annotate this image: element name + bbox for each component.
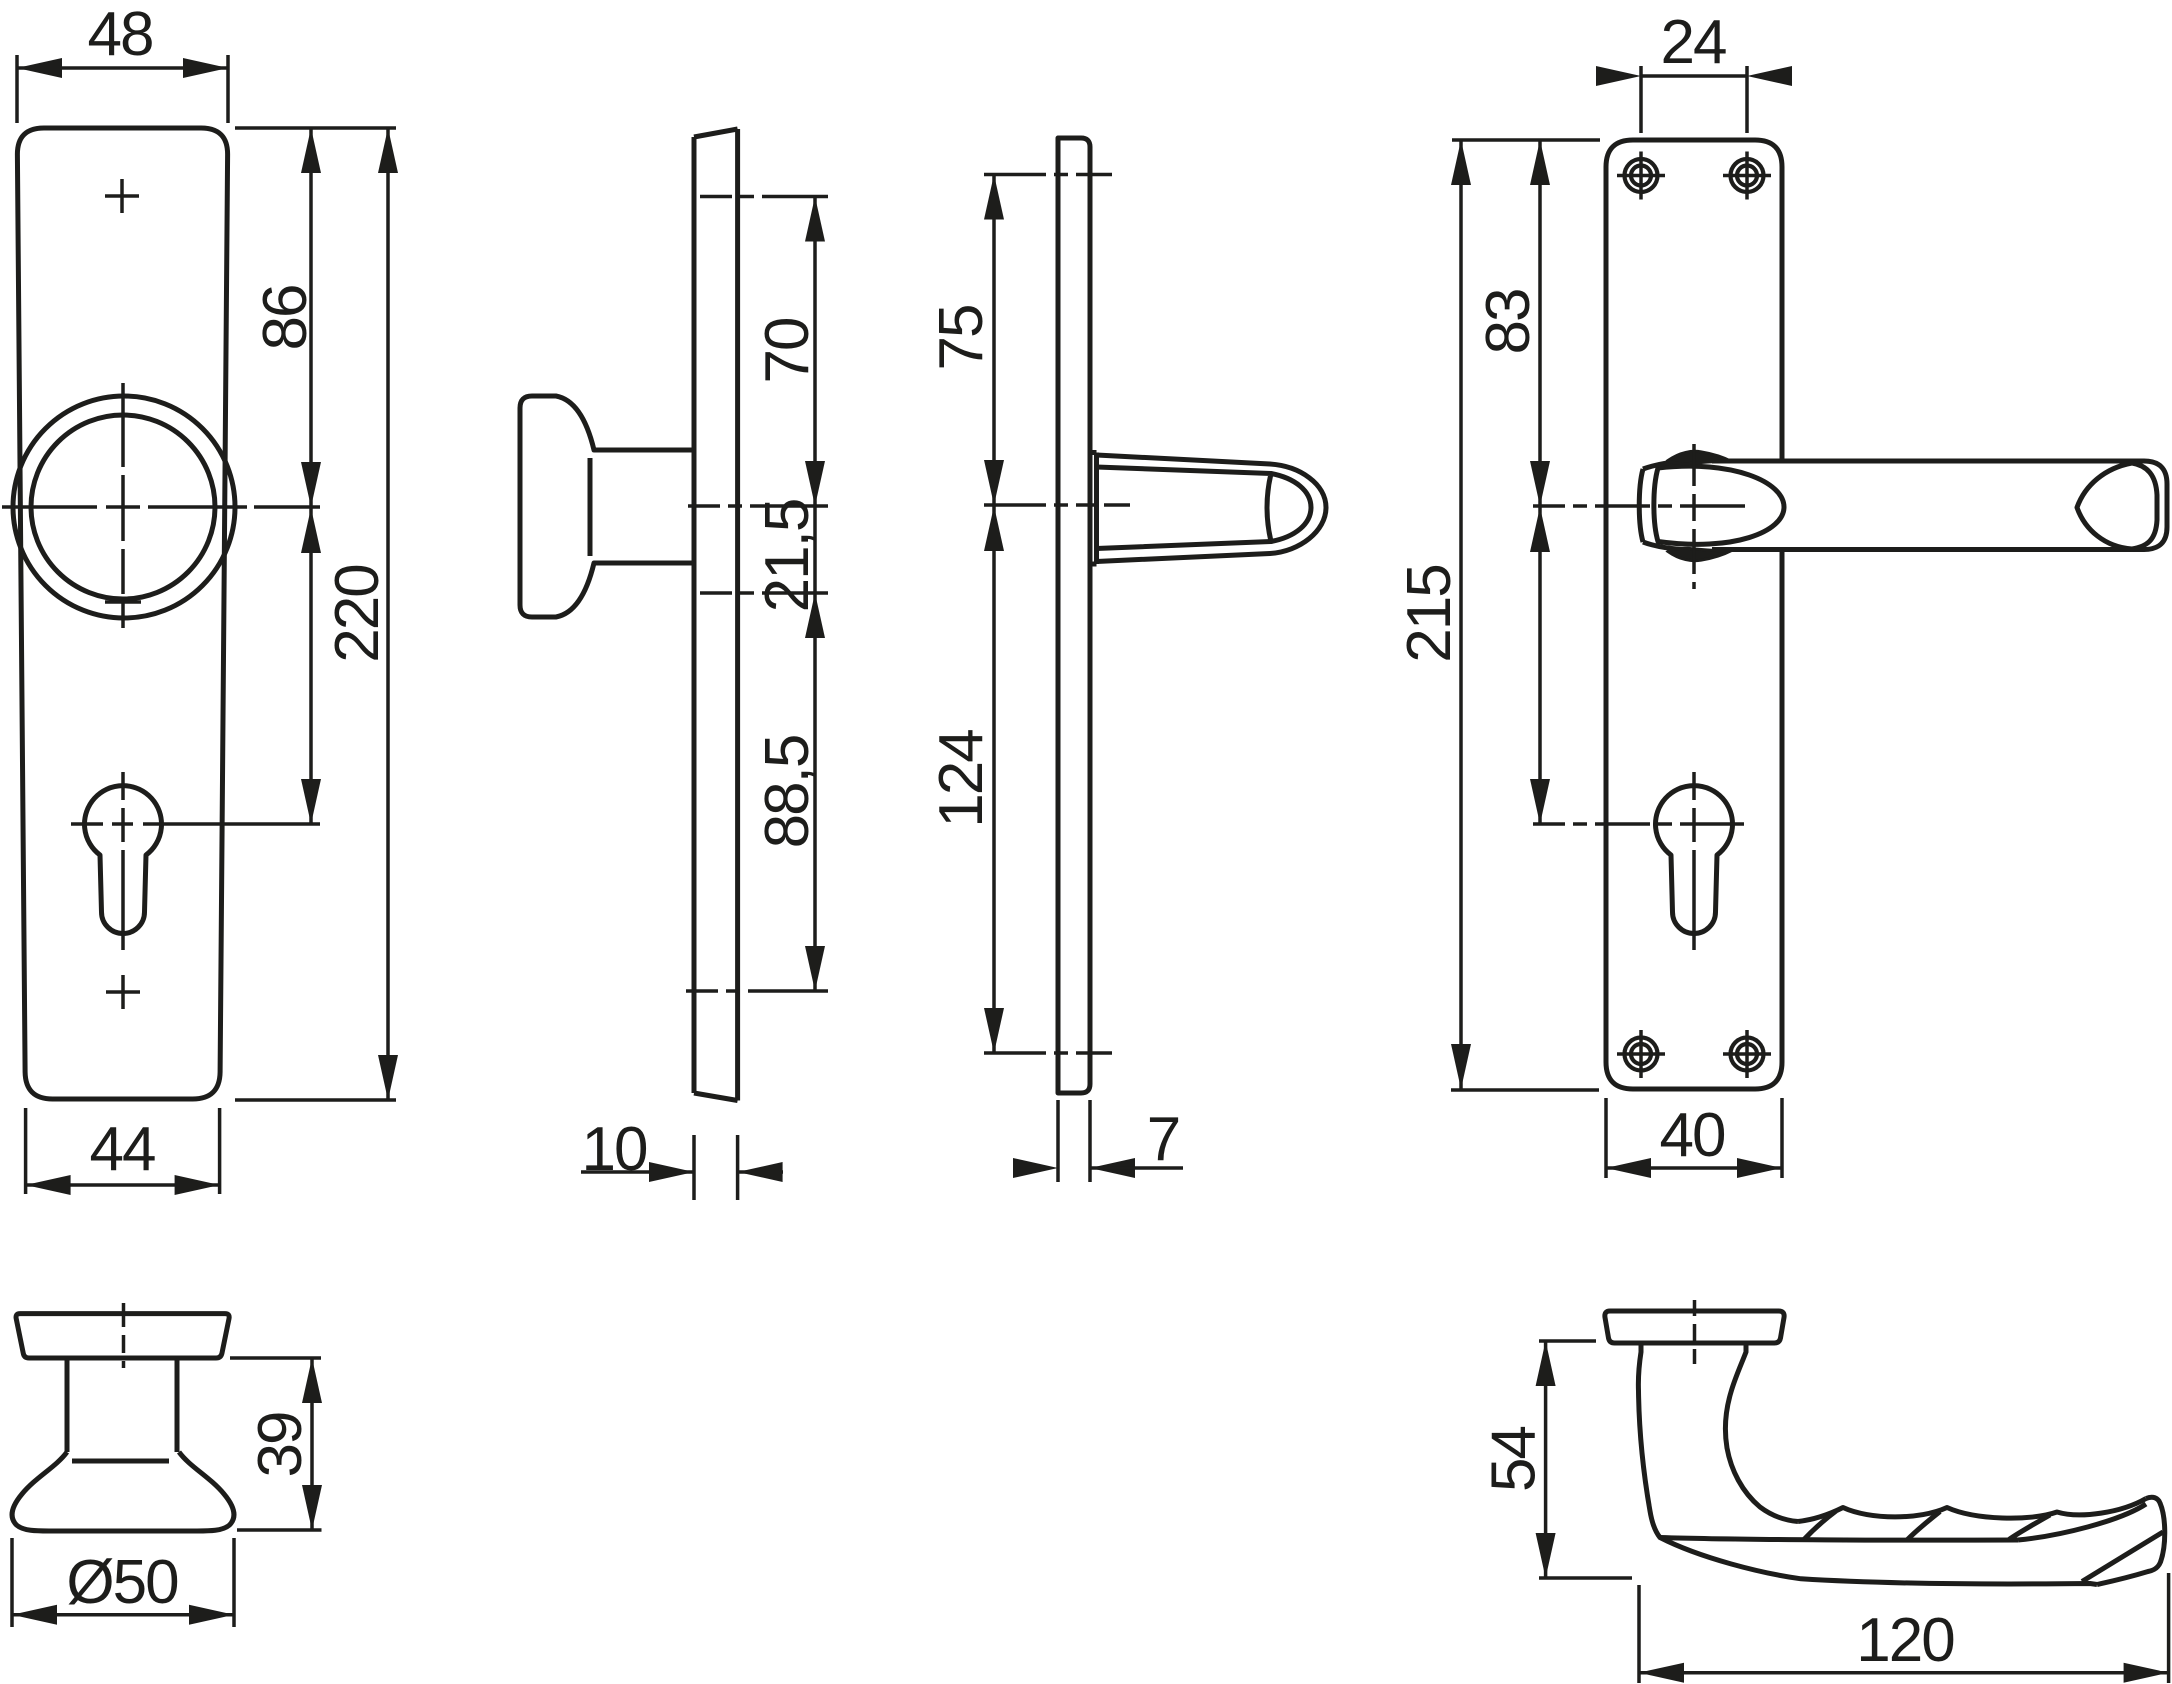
svg-text:215: 215 — [1395, 565, 1464, 662]
svg-text:75: 75 — [927, 306, 996, 371]
svg-text:220: 220 — [323, 565, 392, 663]
svg-text:88,5: 88,5 — [753, 736, 822, 849]
svg-text:10: 10 — [582, 1115, 647, 1184]
svg-text:39: 39 — [246, 1413, 315, 1478]
svg-text:120: 120 — [1856, 1606, 1954, 1675]
svg-text:7: 7 — [1147, 1105, 1179, 1174]
svg-text:44: 44 — [90, 1115, 155, 1184]
svg-text:48: 48 — [88, 0, 153, 69]
svg-text:124: 124 — [927, 730, 996, 828]
svg-text:Ø50: Ø50 — [66, 1548, 178, 1617]
svg-text:86: 86 — [251, 286, 320, 351]
svg-text:70: 70 — [753, 318, 822, 383]
svg-text:40: 40 — [1660, 1101, 1725, 1170]
svg-text:21,5: 21,5 — [753, 500, 822, 613]
svg-text:83: 83 — [1474, 290, 1543, 355]
svg-text:24: 24 — [1661, 8, 1726, 77]
svg-text:54: 54 — [1480, 1427, 1549, 1492]
